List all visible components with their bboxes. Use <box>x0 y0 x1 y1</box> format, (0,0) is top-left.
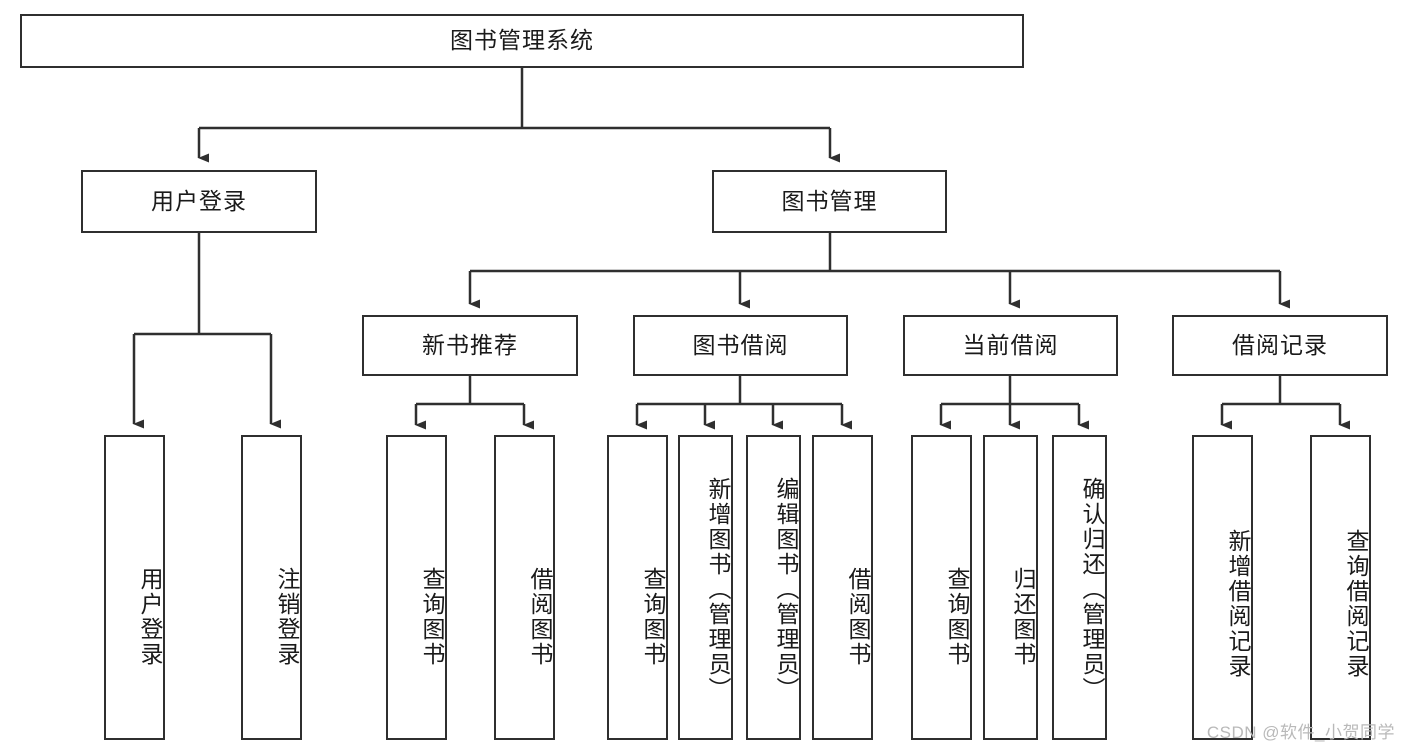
watermark-text: CSDN @软件_小贺同学 <box>1206 723 1395 742</box>
node-leaf-confirm-return[interactable]: 确认归还（管理员） <box>1052 435 1107 740</box>
node-leaf-edit-book[interactable]: 编辑图书（管理员） <box>746 435 801 740</box>
node-leaf-user-login[interactable]: 用户登录 <box>104 435 165 740</box>
node-leaf-borrow-book-1-label: 借阅图书 <box>527 566 553 667</box>
node-leaf-add-record-label: 新增借阅记录 <box>1225 528 1251 679</box>
node-book-borrow-label: 图书借阅 <box>692 331 789 358</box>
node-leaf-user-login-label: 用户登录 <box>137 566 163 667</box>
node-leaf-query-book-3[interactable]: 查询图书 <box>911 435 972 740</box>
node-leaf-borrow-book-2[interactable]: 借阅图书 <box>812 435 873 740</box>
node-leaf-query-book-1[interactable]: 查询图书 <box>386 435 447 740</box>
node-root[interactable]: 图书管理系统 <box>20 14 1024 68</box>
node-leaf-logout-login-label: 注销登录 <box>274 566 300 667</box>
node-root-label: 图书管理系统 <box>450 27 594 54</box>
node-leaf-logout-login[interactable]: 注销登录 <box>241 435 302 740</box>
node-leaf-add-book-label: 新增图书（管理员） <box>705 477 731 702</box>
node-leaf-query-record-label: 查询借阅记录 <box>1343 528 1369 679</box>
node-book-manage-label: 图书管理 <box>781 187 878 214</box>
node-borrow-record[interactable]: 借阅记录 <box>1172 315 1388 376</box>
node-user-login-label: 用户登录 <box>151 187 247 214</box>
node-leaf-query-record[interactable]: 查询借阅记录 <box>1310 435 1371 740</box>
node-book-manage[interactable]: 图书管理 <box>712 170 947 233</box>
node-leaf-query-book-1-label: 查询图书 <box>419 566 445 667</box>
node-borrow-record-label: 借阅记录 <box>1232 331 1328 358</box>
node-current-borrow-label: 当前借阅 <box>962 331 1059 358</box>
node-book-borrow[interactable]: 图书借阅 <box>633 315 848 376</box>
node-leaf-borrow-book-1[interactable]: 借阅图书 <box>494 435 555 740</box>
node-leaf-return-book-label: 归还图书 <box>1010 566 1036 667</box>
node-leaf-query-book-2-label: 查询图书 <box>640 566 666 667</box>
node-current-borrow[interactable]: 当前借阅 <box>903 315 1118 376</box>
node-new-book-recommend[interactable]: 新书推荐 <box>362 315 578 376</box>
node-leaf-add-record[interactable]: 新增借阅记录 <box>1192 435 1253 740</box>
node-leaf-return-book[interactable]: 归还图书 <box>983 435 1038 740</box>
node-leaf-query-book-2[interactable]: 查询图书 <box>607 435 668 740</box>
node-leaf-query-book-3-label: 查询图书 <box>944 566 970 667</box>
node-user-login[interactable]: 用户登录 <box>81 170 317 233</box>
node-leaf-edit-book-label: 编辑图书（管理员） <box>773 477 799 702</box>
node-leaf-borrow-book-2-label: 借阅图书 <box>845 566 871 667</box>
node-leaf-add-book[interactable]: 新增图书（管理员） <box>678 435 733 740</box>
node-new-book-recommend-label: 新书推荐 <box>422 331 518 358</box>
node-leaf-confirm-return-label: 确认归还（管理员） <box>1079 477 1105 702</box>
